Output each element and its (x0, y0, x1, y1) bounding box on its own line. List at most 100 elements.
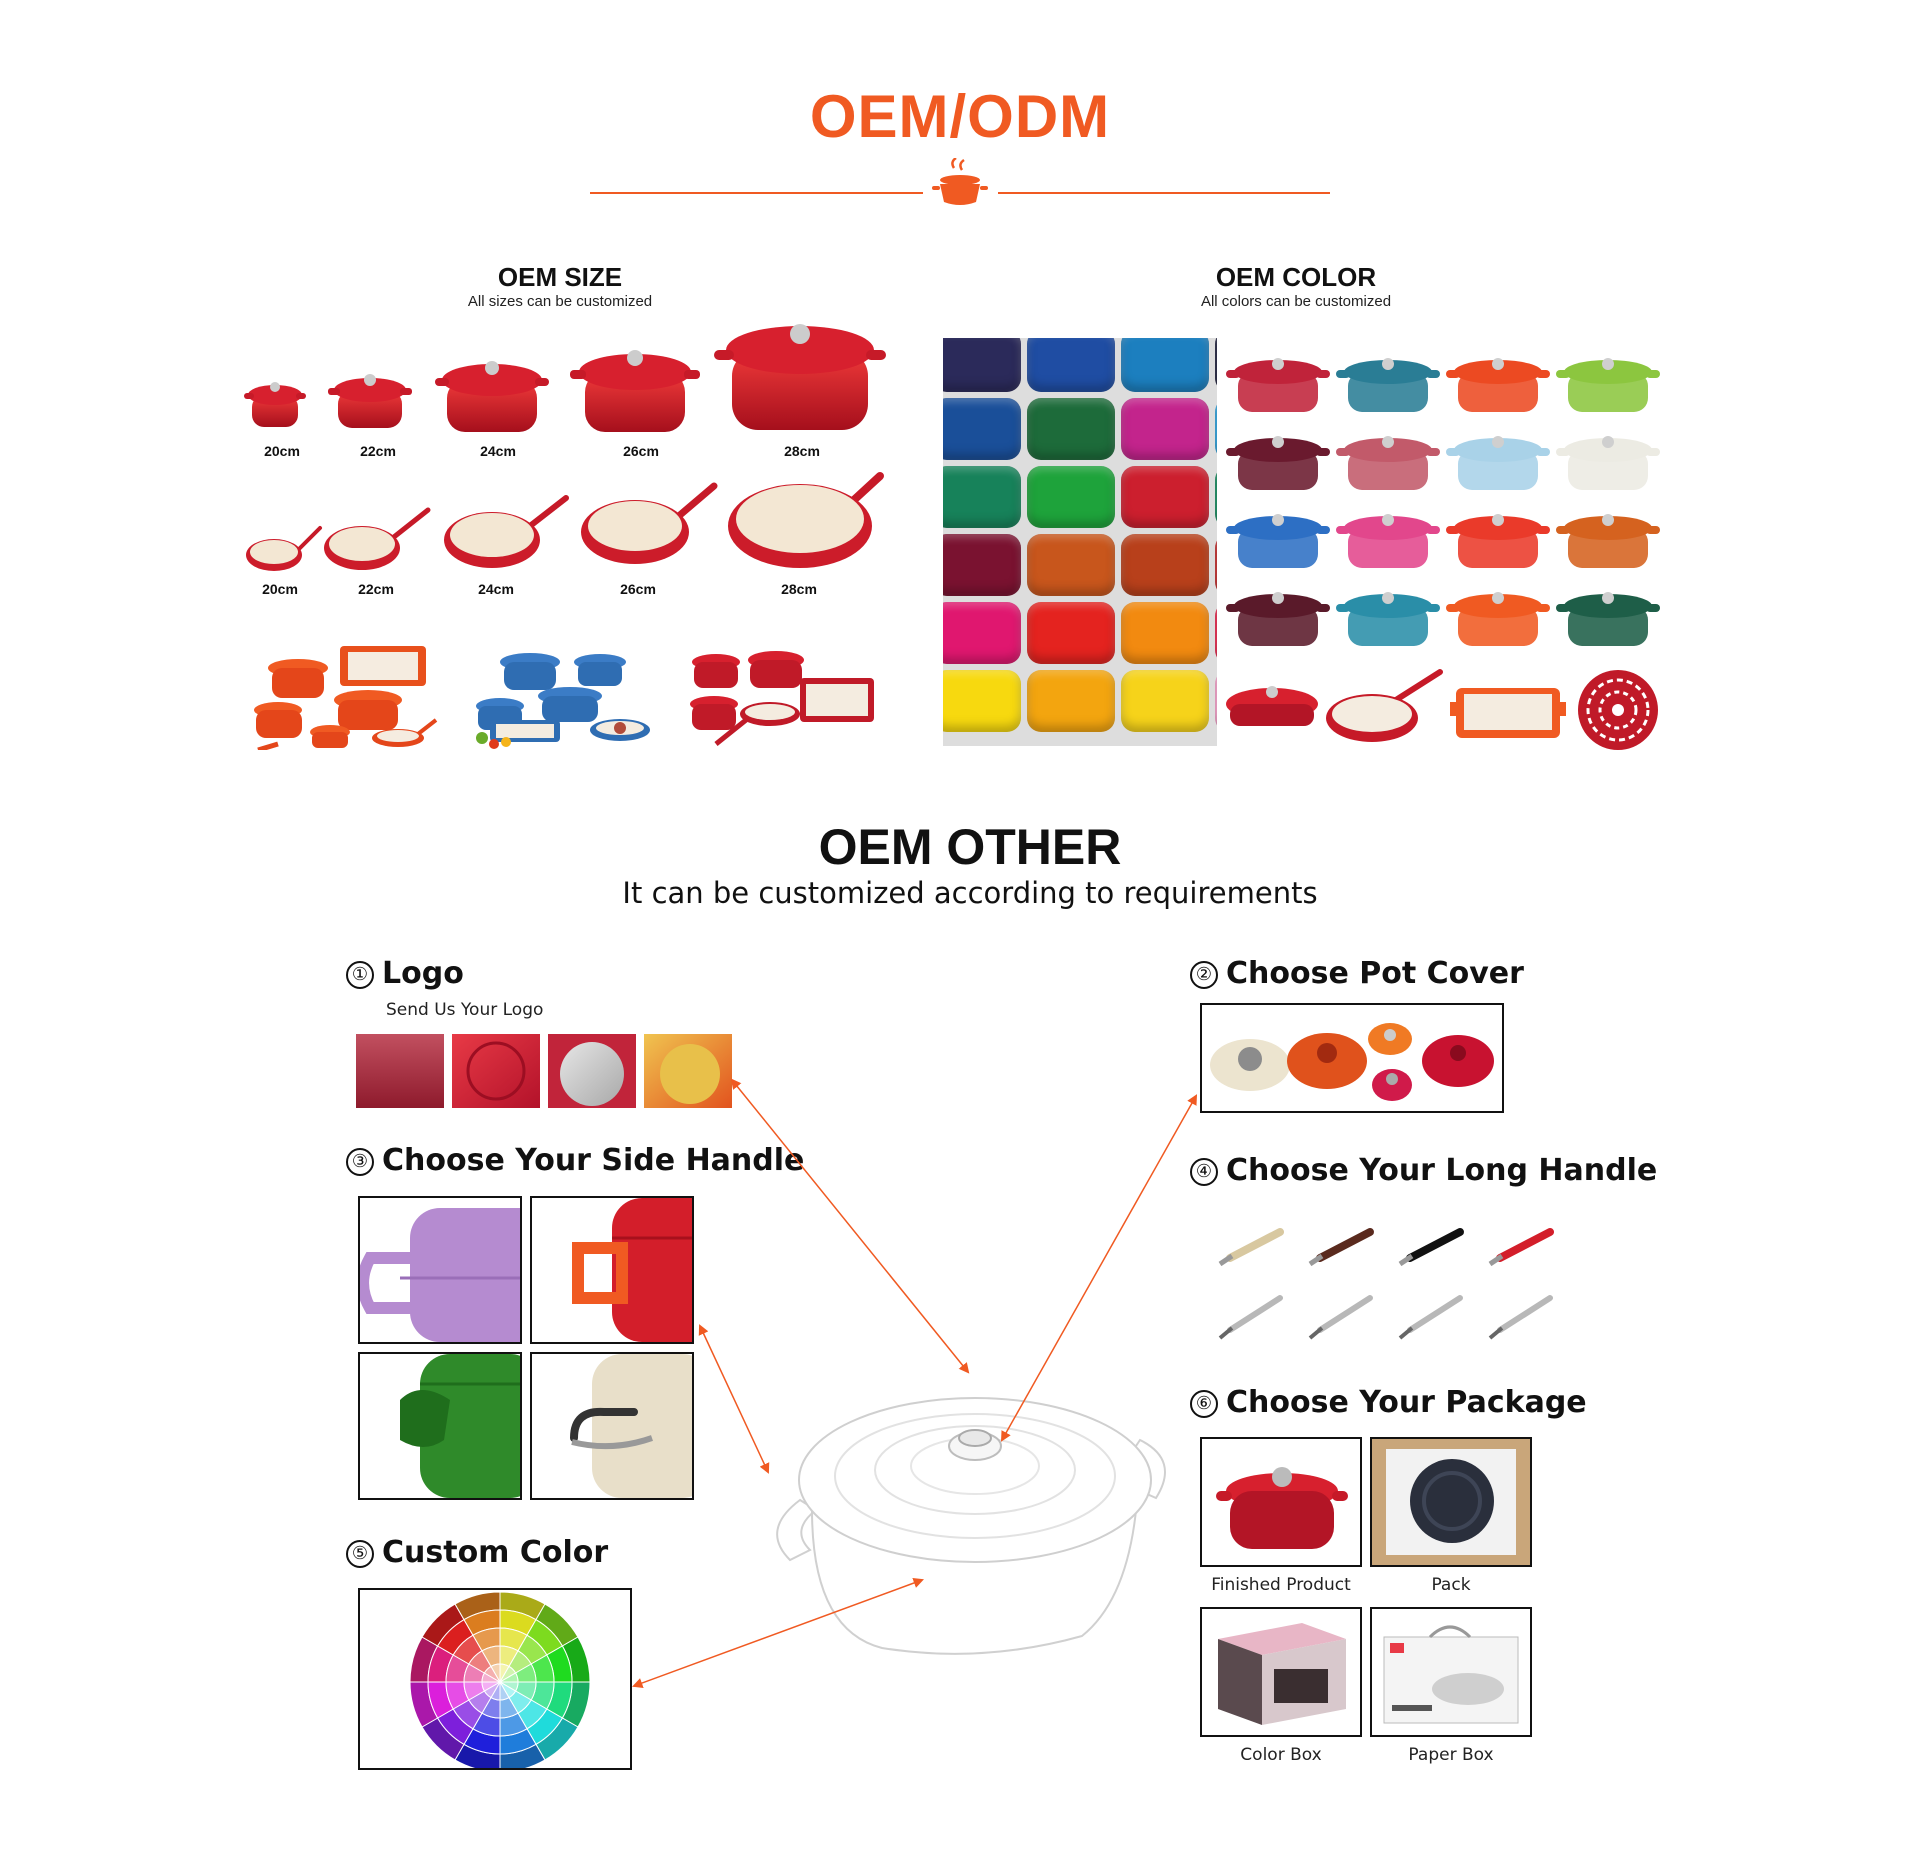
red-skillet (1326, 669, 1443, 742)
color-wheel-frame (358, 1588, 632, 1770)
steel-handle-4 (1488, 1295, 1553, 1340)
package-finished-product[interactable] (1200, 1437, 1362, 1567)
package-pack[interactable] (1370, 1437, 1532, 1567)
title-divider-left (590, 192, 923, 194)
orange-side-handle-image (572, 1198, 692, 1342)
side-handle-option-orange[interactable] (530, 1196, 694, 1344)
color-box-image (1218, 1623, 1346, 1725)
long-handle-options (1218, 1228, 1554, 1340)
colored-pot-grid (1222, 338, 1672, 658)
oem-color-title: OEM COLOR (1215, 262, 1377, 292)
pan-26cm (581, 482, 718, 564)
oem-size-title: OEM SIZE (497, 262, 623, 292)
color-wheel-segment (490, 1663, 501, 1684)
side-handle-connector (698, 1324, 770, 1474)
side-handle-option-purple[interactable] (358, 1196, 522, 1344)
colored-pot (1446, 436, 1550, 490)
red-trivet (1578, 670, 1658, 750)
color-swatch (1215, 534, 1217, 596)
pot-size-label: 20cm (264, 443, 300, 459)
paper-box-image (1383, 1625, 1519, 1724)
pot-24cm (435, 361, 549, 432)
color-swatch (1027, 398, 1115, 460)
package-heading: ⑥ Choose Your Package (1190, 1385, 1587, 1420)
colored-pot (1336, 436, 1440, 490)
option-number: ② (1190, 961, 1218, 989)
color-swatch (1215, 398, 1217, 460)
orange-baking-dish (1450, 688, 1566, 738)
pot-size-label: 26cm (623, 443, 659, 459)
colored-pot (1556, 358, 1660, 412)
color-swatch (1121, 534, 1209, 596)
black-handle (1398, 1228, 1464, 1267)
cooking-pot-icon (932, 158, 988, 205)
pan-28cm (728, 472, 884, 568)
pot-size-label: 28cm (784, 443, 820, 459)
package-item-label: Pack (1431, 1575, 1471, 1595)
title-divider-right (998, 192, 1330, 194)
purple-side-handle-image (360, 1208, 520, 1342)
pot-26cm (570, 350, 700, 432)
package-item-label: Color Box (1240, 1745, 1322, 1765)
steel-handle-2 (1308, 1295, 1373, 1340)
pan-size-label: 24cm (478, 581, 514, 597)
long-handle-label: Choose Your Long Handle (1226, 1153, 1658, 1188)
colored-pot (1446, 358, 1550, 412)
pot-size-row (244, 324, 886, 432)
colored-pot (1446, 514, 1550, 568)
color-swatch (1121, 602, 1209, 664)
finished-product-image (1216, 1467, 1348, 1549)
color-swatch (1027, 466, 1115, 528)
colored-pot (1226, 514, 1330, 568)
package-color-box[interactable] (1200, 1607, 1362, 1737)
color-swatch (1121, 670, 1209, 732)
custom-color-label: Custom Color (382, 1535, 609, 1570)
option-number: ⑥ (1190, 1390, 1218, 1418)
colored-pot (1556, 514, 1660, 568)
color-swatch (943, 602, 1021, 664)
package-item-label: Finished Product (1211, 1575, 1351, 1595)
logo-samples (356, 1034, 732, 1108)
color-swatch (1121, 466, 1209, 528)
orange-cookware-set-image (254, 646, 438, 750)
pan-20cm (246, 526, 322, 571)
color-swatch (1215, 670, 1217, 732)
colored-pot (1336, 592, 1440, 646)
color-swatch (1215, 466, 1217, 528)
pot-size-label: 24cm (480, 443, 516, 459)
wood-handle (1218, 1228, 1284, 1267)
color-swatch (943, 670, 1021, 732)
package-label: Choose Your Package (1226, 1385, 1587, 1420)
colored-pot (1226, 436, 1330, 490)
steel-side-handle-image (570, 1354, 692, 1498)
oem-other-title: OEM OTHER (818, 819, 1122, 875)
color-swatch (1027, 670, 1115, 732)
red-braiser (1226, 686, 1318, 726)
side-handle-option-green[interactable] (358, 1352, 522, 1500)
colored-pot (1556, 592, 1660, 646)
color-swatch (1027, 338, 1115, 392)
color-swatch (943, 398, 1021, 460)
color-swatch (1121, 398, 1209, 460)
color-swatch (1027, 534, 1115, 596)
package-paper-box[interactable] (1370, 1607, 1532, 1737)
pot-28cm (714, 324, 886, 430)
oem-color-subtitle: All colors can be customized (1200, 293, 1392, 310)
pan-22cm (324, 507, 431, 570)
oem-size-subtitle: All sizes can be customized (467, 293, 653, 310)
colored-pot (1336, 358, 1440, 412)
option-number: ⑤ (346, 1540, 374, 1568)
logo-caption: Send Us Your Logo (386, 1000, 544, 1020)
pan-size-label: 28cm (781, 581, 817, 597)
color-swatch (943, 338, 1021, 392)
color-wheel-image (409, 1591, 591, 1768)
logo-connector (730, 1078, 970, 1374)
brown-handle (1308, 1228, 1374, 1267)
other-cookware-row (1226, 669, 1658, 750)
logo-label: Logo (382, 956, 464, 991)
pan-24cm (444, 495, 569, 568)
side-handle-option-steel[interactable] (530, 1352, 694, 1500)
